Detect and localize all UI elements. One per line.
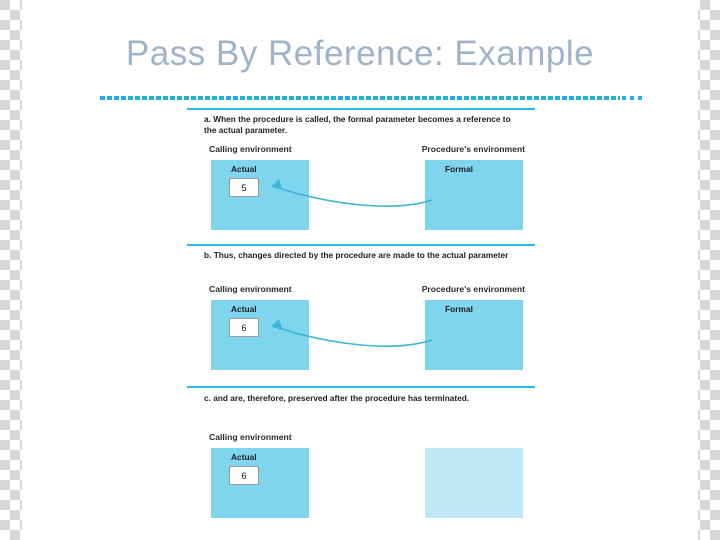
panel-top-rule (187, 108, 535, 110)
title-divider-dot (630, 96, 634, 100)
panel-a-caption-text: When the procedure is called, the formal… (204, 114, 511, 135)
panel-c-caption-label: c. (204, 393, 211, 403)
panel-a-formal-box (425, 160, 523, 230)
panel-c-actual-label: Actual (231, 452, 257, 462)
panel-b-caption-text: Thus, changes directed by the procedure … (213, 250, 509, 260)
figure-panel-a: a. When the procedure is called, the for… (187, 108, 535, 244)
title-divider-dot (622, 96, 626, 100)
panel-c-caption-text: and are, therefore, preserved after the … (213, 393, 470, 403)
panel-a-actual-label: Actual (231, 164, 257, 174)
panel-b-calling-env-label: Calling environment (209, 284, 292, 294)
panel-a-formal-label: Formal (445, 164, 473, 174)
figure-pass-by-reference: a. When the procedure is called, the for… (187, 108, 535, 528)
panel-b-actual-value: 6 (229, 318, 259, 337)
panel-b-procedure-env-label: Procedure's environment (421, 284, 525, 294)
panel-b-actual-box (211, 300, 309, 370)
panel-a-procedure-env-label: Procedure's environment (421, 144, 525, 154)
panel-a-actual-value: 5 (229, 178, 259, 197)
slide-canvas: Pass By Reference: Example a. When the p… (22, 0, 698, 540)
figure-panel-c: c. and are, therefore, preserved after t… (187, 386, 535, 528)
panel-a-actual-box (211, 160, 309, 230)
panel-b-caption: b. Thus, changes directed by the procedu… (204, 250, 523, 261)
panel-c-caption: c. and are, therefore, preserved after t… (204, 393, 523, 404)
panel-b-formal-label: Formal (445, 304, 473, 314)
panel-b-caption-label: b. (204, 250, 212, 260)
panel-c-calling-env-label: Calling environment (209, 432, 292, 442)
page-title: Pass By Reference: Example (125, 34, 595, 73)
figure-panel-b: b. Thus, changes directed by the procedu… (187, 244, 535, 386)
panel-a-caption-label: a. (204, 114, 211, 124)
panel-c-actual-box (211, 448, 309, 518)
panel-a-caption: a. When the procedure is called, the for… (204, 114, 523, 135)
panel-a-reference-arrow (271, 179, 433, 207)
panel-b-reference-arrow (271, 319, 433, 347)
panel-top-rule (187, 244, 535, 246)
panel-c-actual-value: 6 (229, 466, 259, 485)
panel-top-rule (187, 386, 535, 388)
panel-a-calling-env-label: Calling environment (209, 144, 292, 154)
panel-c-empty-env-box (425, 448, 523, 518)
panel-b-actual-label: Actual (231, 304, 257, 314)
panel-b-formal-box (425, 300, 523, 370)
title-divider-dot (638, 96, 642, 100)
title-divider (100, 96, 620, 100)
